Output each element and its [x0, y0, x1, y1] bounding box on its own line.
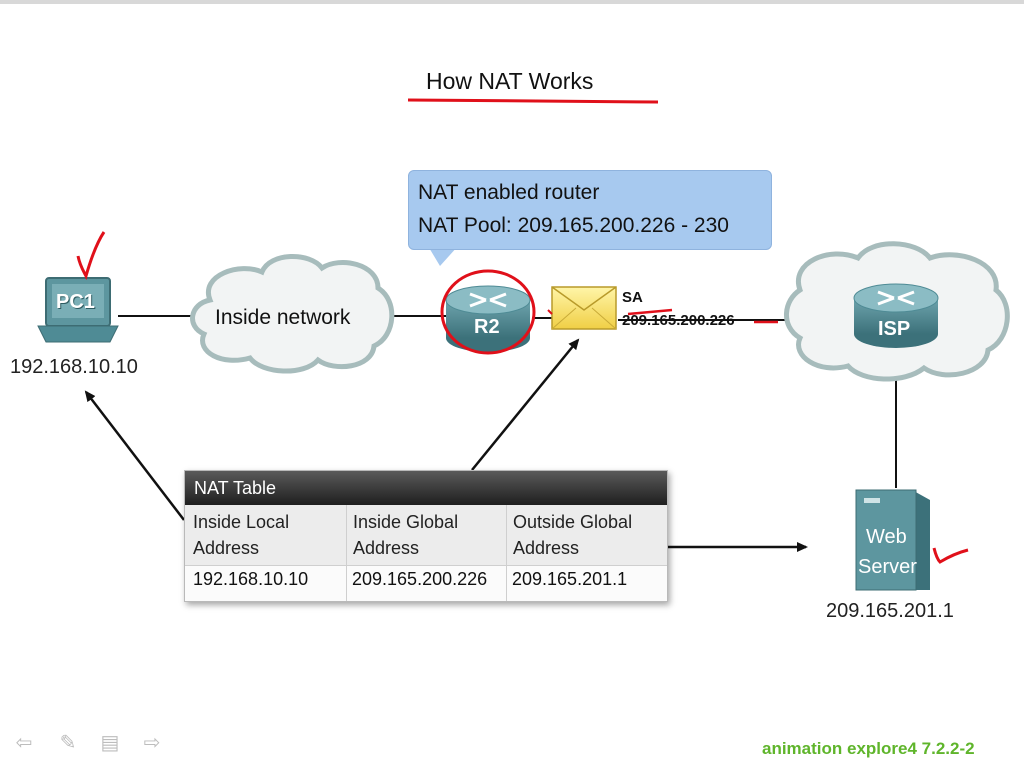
pc1-device	[37, 277, 119, 343]
pc1-ip: 192.168.10.10	[10, 356, 138, 378]
r2-label: R2	[474, 316, 500, 338]
forward-arrow-icon[interactable]: ⇨	[143, 732, 161, 754]
title-underline	[407, 98, 659, 104]
nat-header-inside-local: Inside Local Address	[193, 509, 289, 561]
router-circle	[440, 269, 536, 355]
web-server-label-line2: Server	[858, 556, 917, 578]
nat-cell-inside-local: 192.168.10.10	[193, 569, 309, 589]
nat-column-divider	[506, 505, 507, 601]
pc-checkmark	[76, 231, 106, 281]
arrow-to-packet	[471, 338, 580, 471]
page-title: How NAT Works	[426, 68, 594, 94]
nat-column-divider	[346, 505, 347, 601]
menu-icon[interactable]: ▤	[100, 732, 120, 754]
pen-icon[interactable]: ✎	[59, 732, 77, 754]
isp-label: ISP	[878, 318, 911, 340]
nat-cell-inside-global: 209.165.200.226	[352, 569, 488, 589]
nat-header-outside-global-line2: Address	[513, 538, 580, 558]
packet-source-address: 209.165.200.226	[622, 312, 735, 329]
packet-mark-1	[627, 308, 673, 316]
animation-link[interactable]: animation explore4 7.2.2-2	[762, 739, 975, 758]
nat-row-background	[185, 566, 667, 601]
nat-header-outside-global: Outside Global Address	[513, 509, 632, 561]
top-bar	[0, 0, 1024, 4]
nat-header-outside-global-line1: Outside Global	[513, 512, 633, 532]
nat-row-divider	[185, 565, 667, 566]
back-arrow-icon[interactable]: ⇦	[15, 732, 33, 754]
nat-header-inside-global-line2: Address	[353, 538, 420, 558]
web-server-label-line1: Web	[866, 526, 907, 548]
server-checkmark	[932, 547, 969, 564]
web-server-label: Web Server	[858, 522, 917, 582]
web-server-ip: 209.165.201.1	[826, 600, 954, 622]
r2-router	[445, 285, 531, 352]
callout-pointer	[428, 246, 458, 266]
pc1-label: PC1	[56, 291, 95, 313]
nat-header-inside-global: Inside Global Address	[353, 509, 458, 561]
arrow-to-pc	[84, 390, 185, 521]
nat-table-title: NAT Table	[185, 471, 667, 505]
packet-mark-3	[547, 309, 553, 315]
isp-router	[853, 283, 939, 348]
nat-header-inside-local-line2: Address	[193, 538, 260, 558]
nat-header-inside-local-line1: Inside Local	[193, 512, 290, 532]
router-callout	[408, 170, 772, 250]
inside-network-cloud	[190, 254, 395, 374]
packet-field: SA	[622, 289, 643, 306]
callout-line-1: NAT enabled router	[418, 181, 600, 204]
packet-envelope	[551, 286, 617, 330]
web-server	[855, 489, 930, 591]
nat-table: NAT Table Inside Local Address Inside Gl…	[184, 470, 668, 602]
nat-cell-outside-global: 209.165.201.1	[512, 569, 628, 589]
inside-network-label: Inside network	[215, 306, 351, 329]
nat-header-inside-global-line1: Inside Global	[353, 512, 459, 532]
callout-line-2: NAT Pool: 209.165.200.226 - 230	[418, 214, 729, 237]
